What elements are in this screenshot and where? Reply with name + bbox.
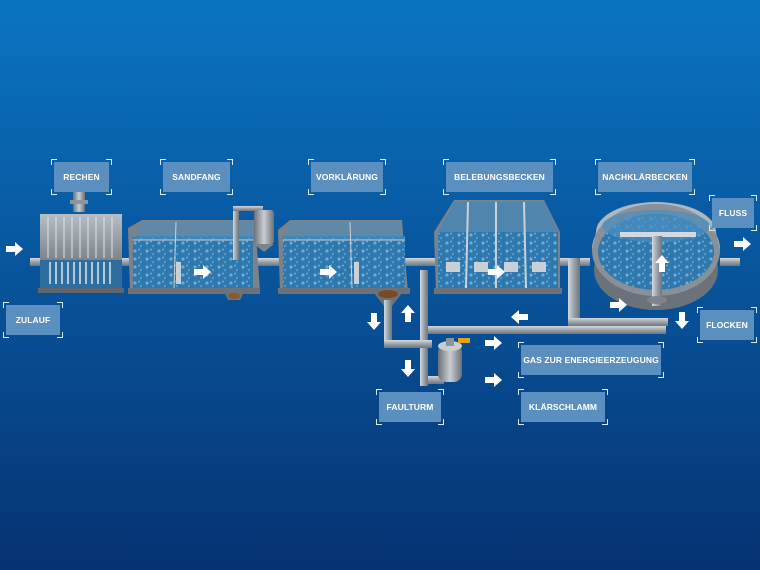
faulturm-tank	[438, 338, 470, 382]
label-flocken-text: FLOCKEN	[706, 320, 748, 330]
arrow-zulauf	[6, 242, 23, 256]
vorklaerung-tank	[278, 220, 410, 306]
arrow-down-vorklaerung	[367, 313, 381, 330]
arrow-down-flocken	[675, 312, 689, 329]
label-nachklaerbecken: NACHKLÄRBECKEN	[595, 159, 695, 195]
label-klaerschlamm: KLÄRSCHLAMM	[518, 389, 608, 425]
label-rechen: RECHEN	[51, 159, 112, 195]
nachklaerbecken-tank	[592, 202, 740, 310]
label-sandfang-text: SANDFANG	[172, 172, 221, 182]
label-vorklaerung-text: VORKLÄRUNG	[316, 172, 378, 182]
label-fluss-text: FLUSS	[718, 208, 748, 218]
rechen-unit	[38, 192, 124, 293]
belebungsbecken-tank	[434, 200, 562, 294]
label-fluss: FLUSS	[709, 195, 757, 231]
label-rechen-text: RECHEN	[63, 172, 100, 182]
label-zulauf: ZULAUF	[3, 302, 63, 338]
label-sandfang: SANDFANG	[160, 159, 233, 195]
label-gas: GAS ZUR ENERGIEERZEUGUNG	[518, 342, 664, 378]
label-klaerschlamm-text: KLÄRSCHLAMM	[528, 402, 598, 412]
arrow-up-return	[401, 305, 415, 322]
arrow-fluss	[734, 237, 751, 251]
label-vorklaerung: VORKLÄRUNG	[308, 159, 386, 195]
arrow-return	[511, 310, 528, 324]
arrow-klaerschlamm	[485, 373, 502, 387]
label-belebungsbecken: BELEBUNGSBECKEN	[443, 159, 556, 195]
label-belebungsbecken-text: BELEBUNGSBECKEN	[454, 172, 545, 182]
label-faulturm-text: FAULTURM	[386, 402, 434, 412]
label-faulturm: FAULTURM	[376, 389, 444, 425]
arrow-down-faulturm	[401, 360, 415, 377]
label-nachklaerbecken-text: NACHKLÄRBECKEN	[602, 172, 688, 182]
sandfang-tank	[128, 206, 274, 300]
label-flocken: FLOCKEN	[697, 307, 757, 343]
arrow-gas	[485, 336, 502, 350]
label-zulauf-text: ZULAUF	[15, 315, 51, 325]
label-gas-text: GAS ZUR ENERGIEERZEUGUNG	[523, 355, 659, 365]
